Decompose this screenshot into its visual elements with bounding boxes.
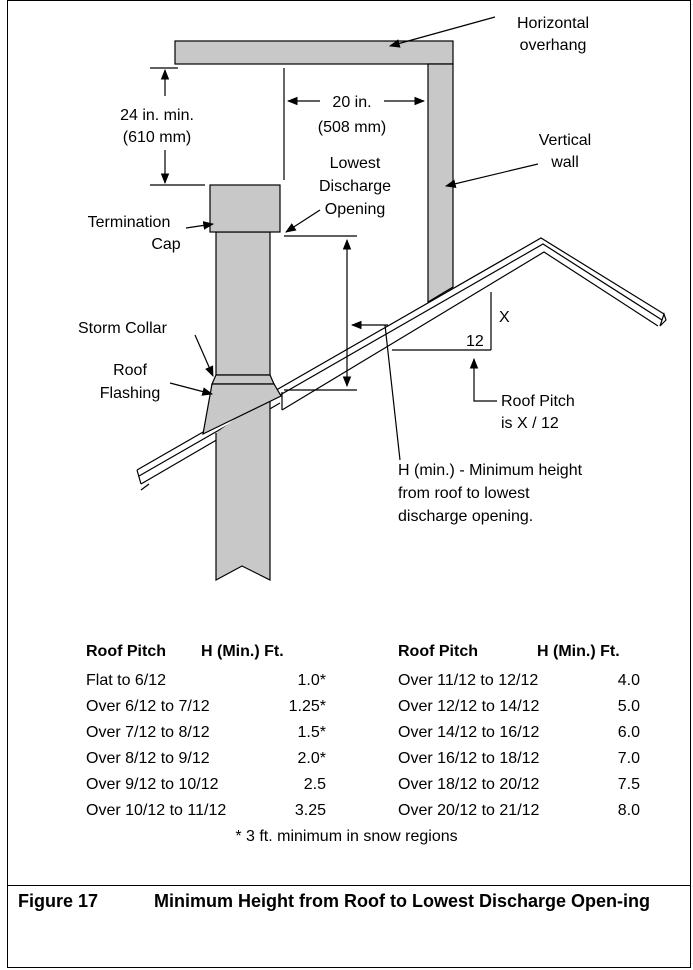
label-cap-2: Cap — [151, 236, 180, 253]
dim-24in — [150, 67, 205, 186]
label-h-2: from roof to lowest — [398, 485, 530, 502]
label-24in-1: 24 in. min. — [120, 107, 194, 124]
right-row-pitch: Over 11/12 to 12/12 — [398, 672, 539, 689]
horizontal-overhang — [174, 40, 454, 65]
label-overhang-2: overhang — [520, 37, 587, 54]
roof-flashing — [202, 383, 282, 436]
leader-discharge — [285, 209, 321, 233]
left-row-height: 1.5* — [297, 724, 326, 741]
left-row-pitch: Over 6/12 to 7/12 — [86, 698, 210, 715]
right-row-pitch: Over 12/12 to 14/12 — [398, 698, 540, 715]
dim-20in — [283, 68, 426, 180]
figure-caption: Figure 17 Minimum Height from Roof to Lo… — [7, 885, 691, 968]
left-row-pitch: Over 8/12 to 9/12 — [86, 750, 210, 767]
right-row-height: 5.0 — [617, 698, 640, 715]
label-h-1: H (min.) - Minimum height — [398, 462, 583, 479]
leader-overhang — [388, 16, 496, 48]
svg-text:20 in.(508 mm): 20 in. (508 mm) — [318, 94, 386, 136]
svg-text:24 in. min.(610 mm): 24 in. min. (610 mm) — [120, 107, 194, 146]
vertical-wall — [427, 63, 454, 304]
right-row-height: 7.0 — [617, 750, 640, 767]
right-row-pitch: Over 16/12 to 18/12 — [398, 750, 540, 767]
left-row-pitch: Over 7/12 to 8/12 — [86, 724, 210, 741]
table-footnote: * 3 ft. minimum in snow regions — [235, 828, 458, 845]
label-wall-2: wall — [550, 154, 579, 171]
right-row-pitch: Over 14/12 to 16/12 — [398, 724, 540, 741]
label-discharge-2: Discharge — [319, 178, 391, 195]
leader-cap — [185, 221, 215, 230]
dim-h — [284, 235, 357, 391]
label-20in-2: (508 mm) — [318, 119, 386, 136]
label-roof-pitch-2: is X / 12 — [501, 415, 559, 432]
label-flashing-1: Roof — [113, 362, 147, 379]
right-row-height: 8.0 — [617, 802, 640, 819]
left-row-height: 1.0* — [297, 672, 326, 689]
header-height-left: H (Min.) Ft. — [201, 643, 284, 660]
label-roof-pitch-1: Roof Pitch — [501, 393, 575, 410]
label-discharge-1: Lowest — [330, 155, 381, 172]
caption-title: Minimum Height from Roof to Lowest Disch… — [154, 891, 651, 911]
vent-pipe-lower — [215, 393, 271, 582]
label-overhang-1: Horizontal — [517, 15, 589, 32]
leader-pitch — [469, 357, 497, 402]
label-cap-1: Termination — [88, 214, 171, 231]
right-row-height: 6.0 — [617, 724, 640, 741]
left-row-pitch: Over 10/12 to 11/12 — [86, 802, 227, 819]
label-flashing-2: Flashing — [100, 385, 160, 402]
left-row-height: 3.25 — [294, 802, 326, 819]
right-row-pitch: Over 18/12 to 20/12 — [398, 776, 540, 793]
right-row-height: 4.0 — [617, 672, 640, 689]
header-pitch-right: Roof Pitch — [398, 643, 478, 660]
label-24in-2: (610 mm) — [123, 129, 191, 146]
storm-collar — [211, 374, 275, 385]
leader-flashing — [169, 382, 214, 396]
leader-wall — [444, 163, 539, 188]
label-20in-1: 20 in. — [332, 94, 371, 111]
header-height-right: H (Min.) Ft. — [537, 643, 620, 660]
label-discharge-3: Opening — [325, 201, 386, 218]
termination-cap — [209, 184, 281, 233]
right-row-pitch: Over 20/12 to 21/12 — [398, 802, 540, 819]
vent-pipe-upper — [215, 231, 271, 376]
vent-diagram: Horizontal overhang Vertical wall 24 in. m… — [78, 15, 667, 582]
caption-number: Figure 17 — [18, 891, 99, 911]
figure-frame — [7, 0, 691, 968]
leader-h — [384, 324, 401, 461]
label-wall-1: Vertical — [539, 132, 591, 149]
label-pitch-x: X — [499, 309, 510, 326]
header-pitch-left: Roof Pitch — [86, 643, 166, 660]
left-row-height: 2.5 — [303, 776, 326, 793]
pitch-triangle — [392, 292, 492, 351]
label-pitch-12: 12 — [466, 333, 484, 350]
leader-collar — [194, 334, 214, 377]
left-row-height: 2.0* — [297, 750, 326, 767]
label-h-3: discharge opening. — [398, 508, 533, 525]
left-row-pitch: Flat to 6/12 — [86, 672, 167, 689]
left-row-pitch: Over 9/12 to 10/12 — [86, 776, 219, 793]
label-storm-collar: Storm Collar — [78, 320, 168, 337]
right-row-height: 7.5 — [617, 776, 640, 793]
left-row-height: 1.25* — [288, 698, 326, 715]
